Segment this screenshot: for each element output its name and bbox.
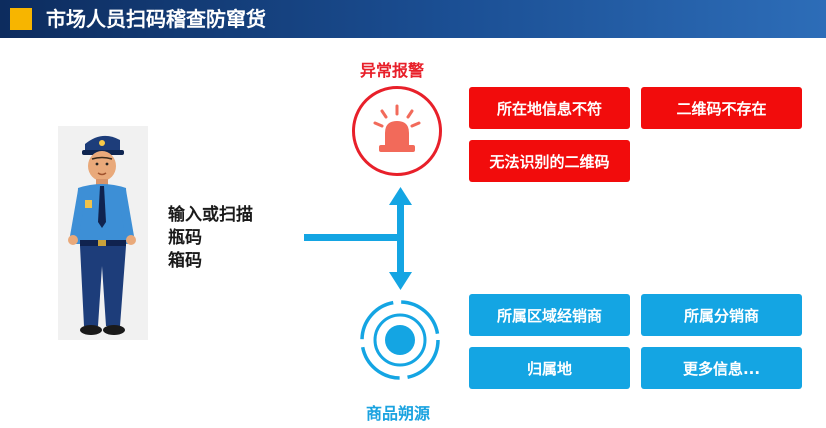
alarm-circle [352, 86, 442, 176]
alarm-label: 异常报警 [360, 61, 425, 80]
alarm-item-code-not-exist: 二维码不存在 [641, 87, 802, 129]
input-method-scan: 输入或扫描 [168, 205, 253, 225]
connector-horizontal [304, 234, 401, 241]
alarm-item-location-mismatch: 所在地信息不符 [469, 87, 630, 129]
connector-vertical [397, 202, 404, 276]
arrow-up-icon [389, 187, 412, 205]
police-officer-icon [58, 126, 148, 340]
trace-item-more-info: 更多信息... [641, 347, 802, 389]
trace-item-regional-distributor: 所属区域经销商 [469, 294, 630, 336]
input-methods: 输入或扫描 瓶码 箱码 [168, 204, 253, 273]
target-icon [360, 300, 440, 380]
input-method-box-code: 箱码 [168, 251, 202, 271]
page-title: 市场人员扫码稽查防窜货 [46, 7, 266, 31]
alarm-item-unrecognized-code: 无法识别的二维码 [469, 140, 630, 182]
siren-icon [373, 104, 421, 152]
input-method-bottle-code: 瓶码 [168, 228, 202, 248]
trace-item-sub-distributor: 所属分销商 [641, 294, 802, 336]
arrow-down-icon [389, 272, 412, 290]
header-bar: 市场人员扫码稽查防窜货 [0, 0, 826, 38]
trace-item-origin: 归属地 [469, 347, 630, 389]
square-bullet-icon [10, 8, 32, 30]
trace-label: 商品朔源 [366, 404, 431, 423]
